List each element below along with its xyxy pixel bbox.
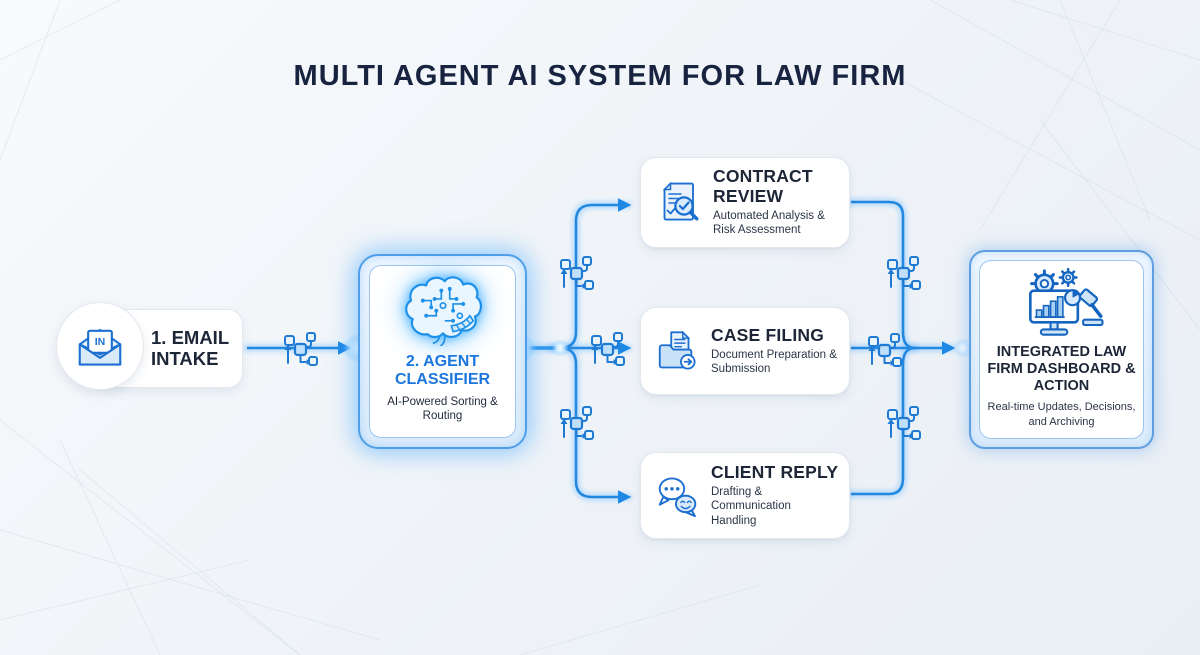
routing-nodes-icon — [883, 403, 923, 443]
routing-nodes-icon — [556, 403, 596, 443]
circuit-brain-icon — [404, 276, 482, 346]
agent-classifier-title: 2. AGENT CLASSIFIER — [394, 353, 491, 389]
client-reply-subtitle: Drafting & Communication Handling — [711, 486, 791, 527]
routing-nodes-icon — [883, 253, 923, 293]
case-filing-title: CASE FILING — [711, 324, 825, 345]
page-title: MULTI AGENT AI SYSTEM FOR LAW FIRM — [293, 60, 907, 92]
document-magnifier-icon — [662, 181, 699, 220]
contract-review-subtitle: Automated Analysis & Risk Assessment — [713, 209, 825, 237]
folder-document-icon — [658, 330, 696, 370]
email-in-badge: IN — [95, 336, 106, 348]
contract-review-node: CONTRACT REVIEW Automated Analysis & Ris… — [640, 157, 850, 248]
case-filing-subtitle: Document Preparation & Submission — [711, 348, 837, 376]
dashboard-node: INTEGRATED LAW FIRM DASHBOARD & ACTION R… — [969, 250, 1154, 449]
agent-classifier-subtitle: AI-Powered Sorting & Routing — [387, 395, 498, 423]
email-in-icon: IN — [78, 328, 122, 366]
contract-review-title: CONTRACT REVIEW — [713, 166, 813, 206]
client-reply-node: CLIENT REPLY Drafting & Communication Ha… — [640, 452, 850, 539]
case-filing-node: CASE FILING Document Preparation & Submi… — [640, 307, 850, 395]
chat-bubbles-icon — [658, 476, 697, 517]
client-reply-title: CLIENT REPLY — [711, 461, 839, 482]
dashboard-title: INTEGRATED LAW FIRM DASHBOARD & ACTION — [987, 344, 1136, 395]
agent-classifier-node: 2. AGENT CLASSIFIER AI-Powered Sorting &… — [358, 254, 527, 449]
law-dashboard-icon — [1028, 267, 1104, 336]
routing-nodes-icon — [556, 253, 596, 293]
routing-nodes-icon — [587, 329, 627, 369]
routing-nodes-icon — [280, 329, 320, 369]
routing-nodes-icon — [864, 330, 904, 370]
email-intake-label: 1. EMAIL INTAKE — [151, 326, 229, 369]
dashboard-subtitle: Real-time Updates, Decisions, and Archiv… — [987, 401, 1136, 428]
email-intake-icon-circle: IN — [56, 302, 144, 390]
